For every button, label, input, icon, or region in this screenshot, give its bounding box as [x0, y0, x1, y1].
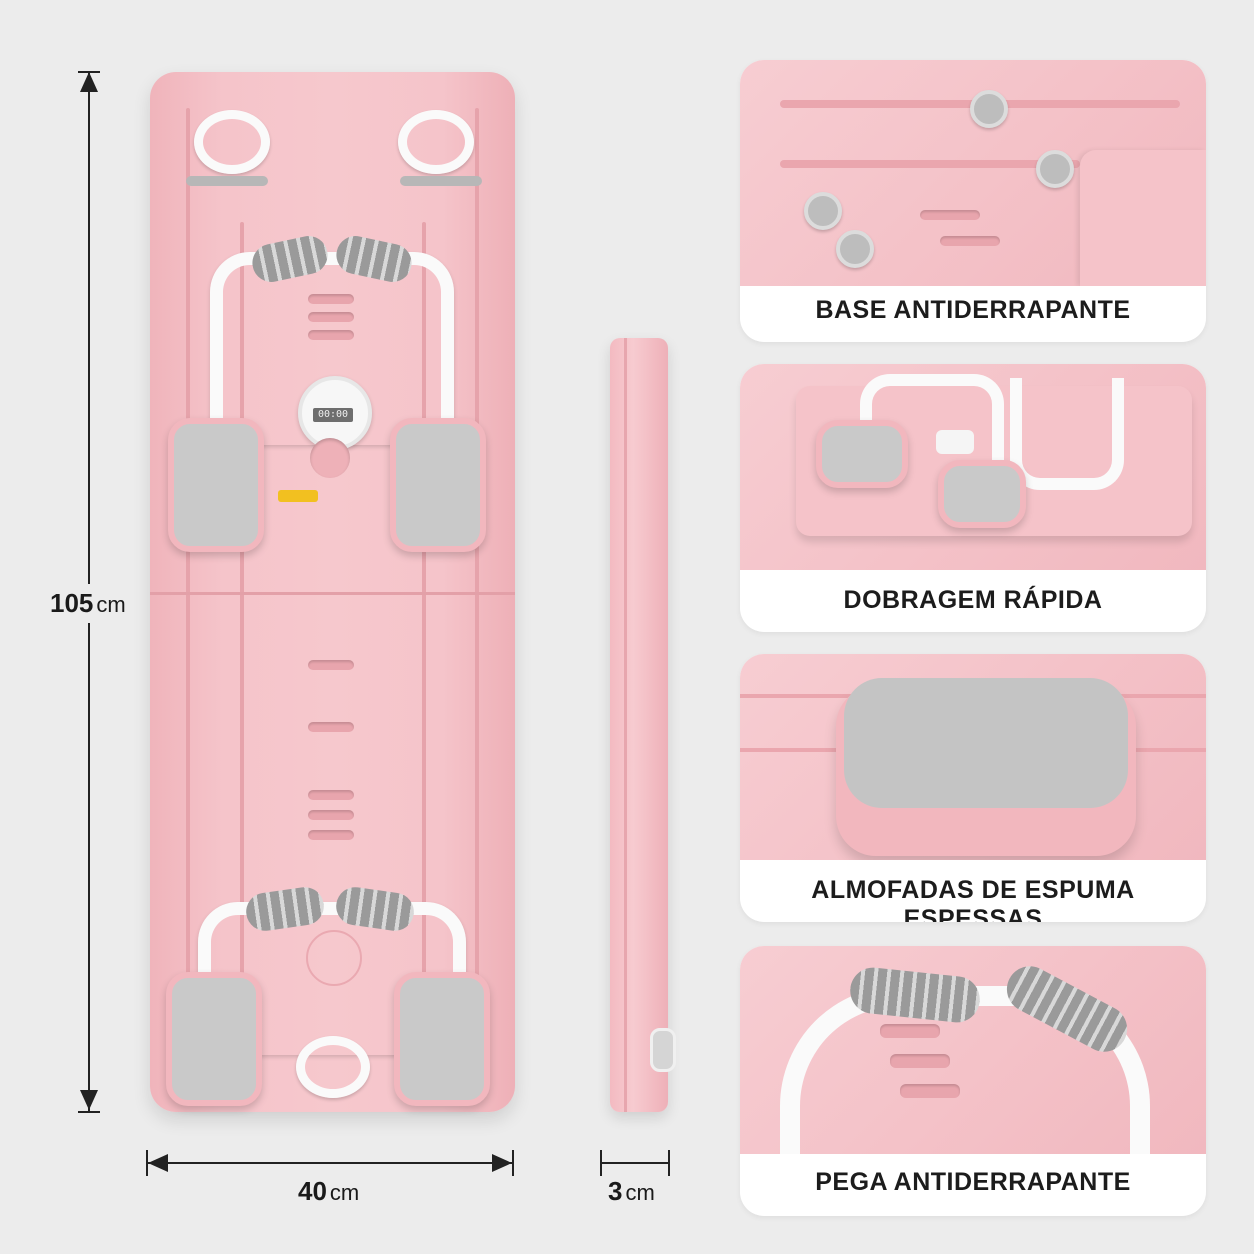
- thickness-dimension-line: [601, 1162, 669, 1164]
- slot: [308, 830, 354, 840]
- feature-card: PEGA ANTIDERRAPANTE: [740, 946, 1206, 1216]
- feature-card: DOBRAGEM RÁPIDA: [740, 364, 1206, 632]
- thickness-unit: cm: [625, 1180, 655, 1205]
- width-arrow-right-icon: [492, 1154, 512, 1172]
- width-dimension-line: [147, 1162, 513, 1164]
- width-value: 40: [298, 1176, 327, 1206]
- width-dimension-tick-right: [512, 1150, 514, 1176]
- height-arrow-up-icon: [80, 72, 98, 92]
- feature-card: BASE ANTIDERRAPANTE: [740, 60, 1206, 342]
- side-seam: [624, 338, 627, 1112]
- bubble-level: [278, 490, 318, 502]
- folding-closeup-icon: [740, 364, 1206, 570]
- slot: [308, 312, 354, 322]
- width-arrow-left-icon: [148, 1154, 168, 1172]
- width-unit: cm: [329, 1180, 360, 1205]
- feature-label: PEGA ANTIDERRAPANTE: [815, 1168, 1131, 1196]
- side-hinge-icon: [650, 1028, 676, 1072]
- upper-foam-pad-left: [168, 418, 264, 552]
- rail-center-right: [422, 222, 426, 1022]
- center-knob: [310, 438, 350, 478]
- grip-handle-closeup-icon: [740, 946, 1206, 1154]
- digital-counter: 00:00: [298, 376, 372, 450]
- fold-line: [150, 592, 515, 595]
- slot: [308, 660, 354, 670]
- lower-foam-pad-left: [166, 972, 262, 1106]
- feature-label: ALMOFADAS DE ESPUMA ESPESSAS: [811, 876, 1135, 922]
- height-unit: cm: [96, 592, 126, 617]
- slot: [308, 294, 354, 304]
- feature-label: BASE ANTIDERRAPANTE: [815, 296, 1131, 324]
- lower-center-circle: [306, 930, 362, 986]
- slot: [308, 722, 354, 732]
- height-arrow-down-icon: [80, 1090, 98, 1110]
- counter-display: 00:00: [313, 408, 353, 422]
- height-value: 105: [50, 588, 94, 618]
- thickness-dimension-tick-right: [668, 1150, 670, 1176]
- lower-foam-pad-right: [394, 972, 490, 1106]
- thickness-value: 3: [608, 1176, 623, 1206]
- folding-board-top-view: 00:00: [150, 72, 515, 1112]
- spring-clip-left: [186, 176, 268, 186]
- height-dimension-tick-bottom: [78, 1111, 100, 1113]
- feature-label: DOBRAGEM RÁPIDA: [843, 586, 1103, 614]
- foam-pad-closeup-icon: [740, 654, 1206, 860]
- spring-clip-right: [400, 176, 482, 186]
- resistance-strap-top-left: [194, 110, 270, 174]
- non-slip-feet-closeup-icon: [740, 60, 1206, 286]
- folding-board-side-view: [610, 338, 676, 1112]
- rail-center-left: [240, 222, 244, 1022]
- resistance-strap-bottom: [296, 1036, 370, 1098]
- slot: [308, 330, 354, 340]
- upper-foam-pad-right: [390, 418, 486, 552]
- resistance-strap-top-right: [398, 110, 474, 174]
- feature-card: ALMOFADAS DE ESPUMA ESPESSAS: [740, 654, 1206, 922]
- slot: [308, 790, 354, 800]
- slot: [308, 810, 354, 820]
